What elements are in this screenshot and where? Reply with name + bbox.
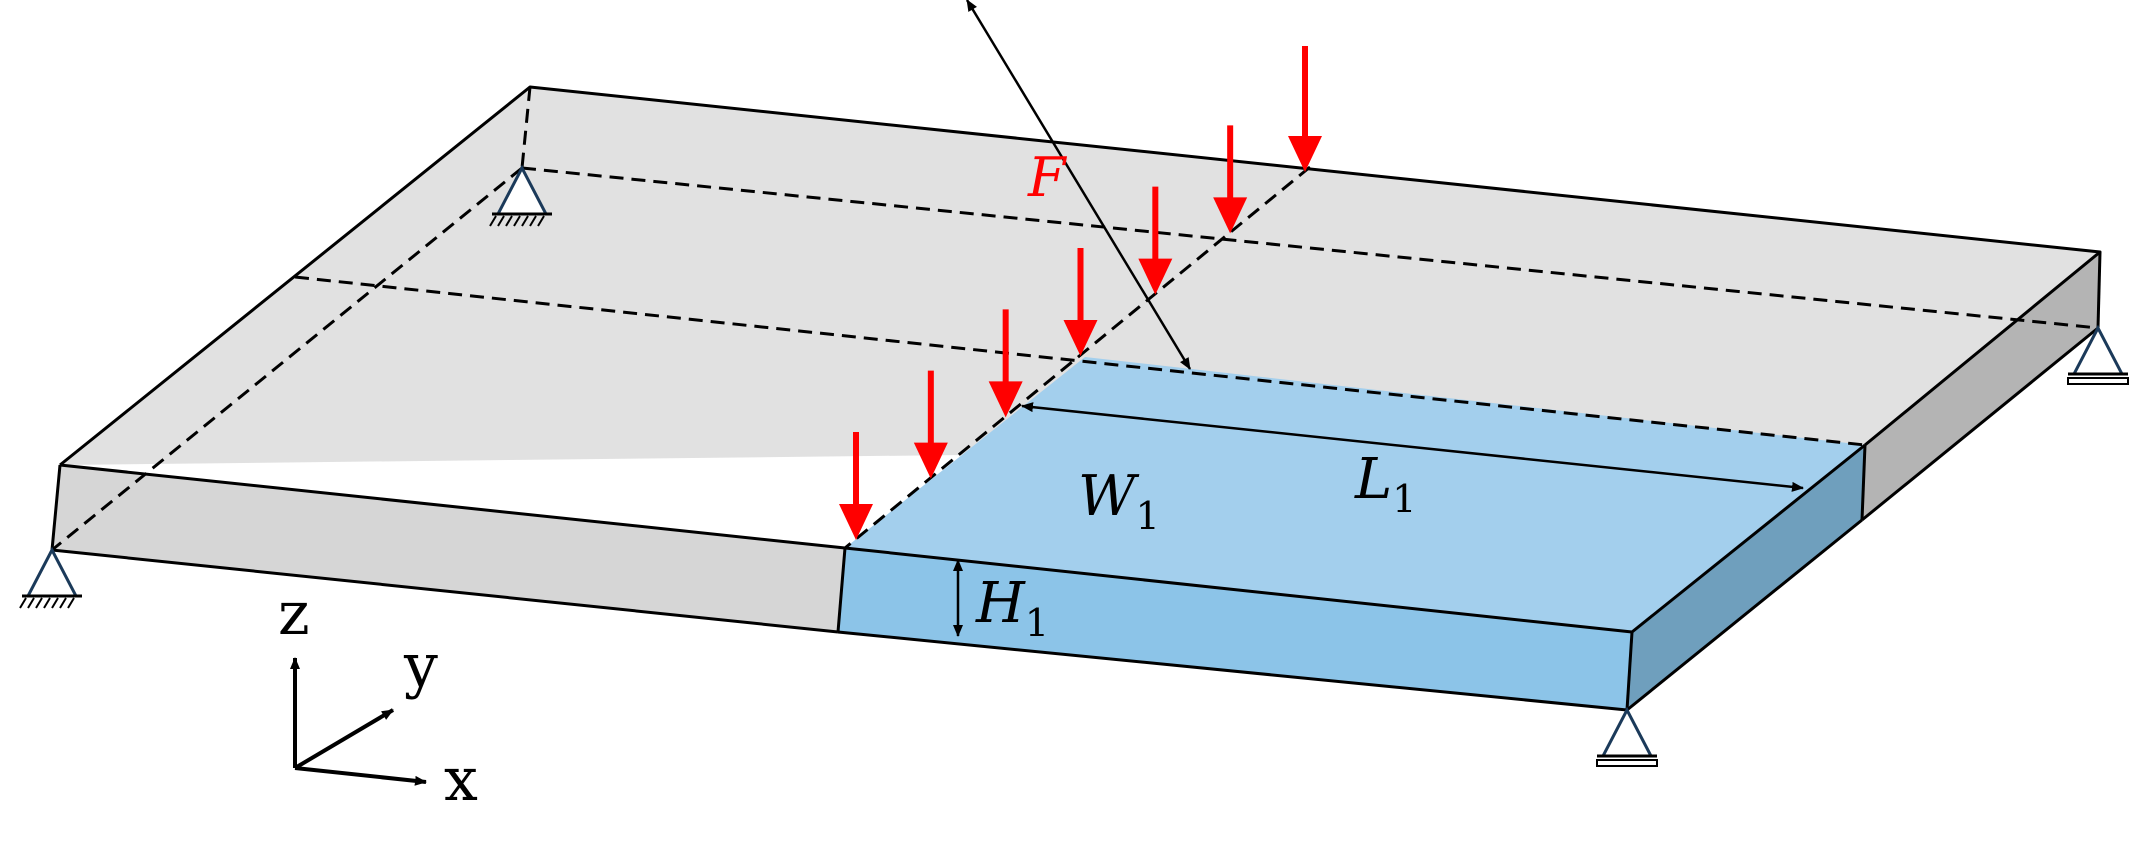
plate-front-face <box>52 465 845 632</box>
force-arrow <box>913 370 948 479</box>
axis-label-x: x <box>444 745 478 815</box>
dimension-lines <box>953 0 1804 637</box>
force-arrow <box>1063 248 1098 356</box>
pinned-support-icon <box>19 546 82 609</box>
force-label: F <box>1027 146 1068 209</box>
force-arrow <box>1138 186 1173 295</box>
roller-support-icon <box>2067 324 2129 385</box>
coordinate-axes <box>290 657 427 786</box>
force-arrow <box>839 432 873 540</box>
plate-right-face <box>1862 252 2100 520</box>
width-label: W1 <box>1078 464 1160 538</box>
width-dimension-line <box>965 0 1192 370</box>
force-arrow <box>988 309 1023 418</box>
dashed-lines <box>51 86 2099 552</box>
axis-label-z: z <box>278 579 310 649</box>
y-axis-arrow <box>293 708 395 770</box>
region-front-face <box>838 548 1632 710</box>
height-label: H1 <box>975 571 1049 645</box>
pinned-support-icon <box>489 164 552 227</box>
x-axis-arrow <box>294 766 427 786</box>
axis-label-y: y <box>403 631 438 701</box>
force-arrows <box>839 46 1322 540</box>
roller-support-icon <box>1596 706 1658 767</box>
length-label: L1 <box>1354 447 1416 521</box>
length-dimension-line <box>1021 402 1804 492</box>
region-right-face <box>1627 445 1865 710</box>
force-arrow <box>1213 125 1248 234</box>
plate-outline <box>50 85 2102 712</box>
force-arrow <box>1288 46 1322 172</box>
